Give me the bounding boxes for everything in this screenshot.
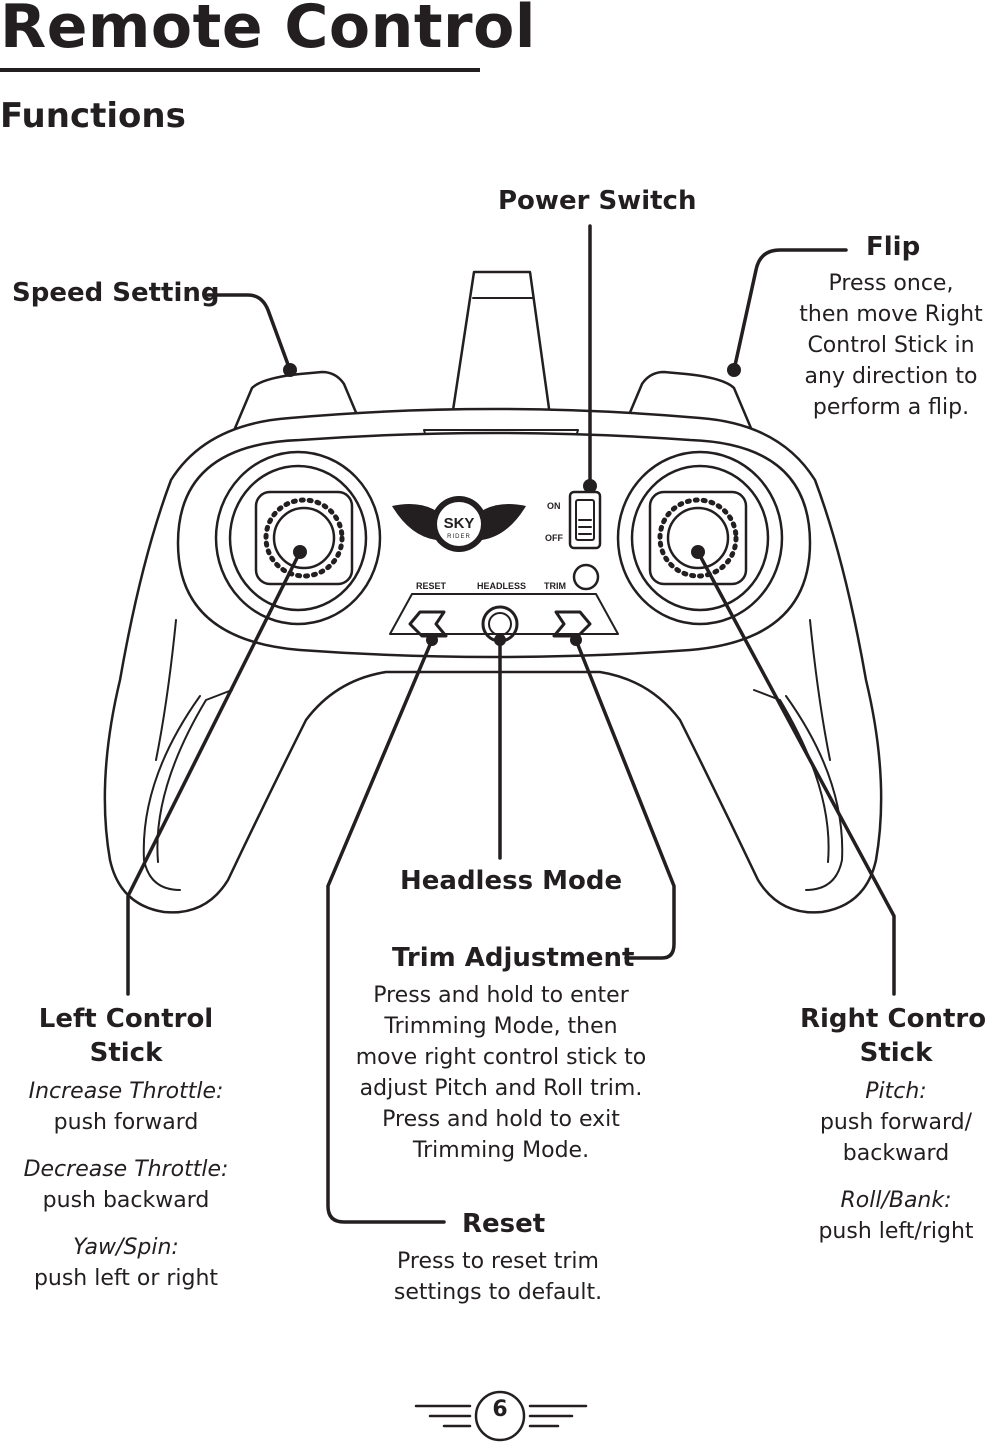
face-panel xyxy=(176,431,812,659)
speed-setting-label: Speed Setting xyxy=(12,278,220,308)
left-stick-label: Left Control Stick xyxy=(38,1004,214,1068)
trim-button-graphic xyxy=(552,610,592,638)
headless-mode-label: Headless Mode xyxy=(400,866,623,896)
flip-description: Press once, then move Right Control Stic… xyxy=(799,271,983,420)
switch-off-label: OFF xyxy=(545,533,563,543)
logo-text-rider: RIDER xyxy=(447,534,471,540)
right-stick-description: Pitch: push forward/ backward Roll/Bank:… xyxy=(818,1079,974,1244)
callout-lines xyxy=(126,224,896,1224)
trim-adjustment-label: Trim Adjustment xyxy=(392,943,635,973)
reset-label: Reset xyxy=(462,1209,546,1239)
panel-trim-text: TRIM xyxy=(544,581,566,591)
power-switch-label: Power Switch xyxy=(498,186,697,216)
trim-adjustment-description: Press and hold to enter Trimming Mode, t… xyxy=(355,983,647,1163)
left-stick-graphic xyxy=(214,450,382,626)
right-stick-block: Right Control Stick Pitch: push forward/… xyxy=(800,1002,986,1247)
logo-text-sky: SKY xyxy=(444,515,475,532)
page-title: Remote Control xyxy=(0,0,536,62)
page-number-decoration xyxy=(414,1390,588,1442)
title-underline xyxy=(0,68,480,72)
left-stick-description: Increase Throttle: push forward Decrease… xyxy=(23,1079,229,1291)
left-stick-block: Left Control Stick Increase Throttle: pu… xyxy=(0,1002,252,1294)
trim-indicator-circle xyxy=(572,563,600,591)
right-stick-label: Right Control Stick xyxy=(800,1004,986,1068)
right-stick-graphic xyxy=(616,450,784,626)
switch-on-label: ON xyxy=(547,501,561,511)
panel-reset-text: RESET xyxy=(416,581,447,591)
sky-rider-logo: SKY RIDER xyxy=(392,496,526,552)
section-heading: Functions xyxy=(0,96,186,136)
flip-label: Flip xyxy=(866,232,921,262)
reset-button-graphic xyxy=(408,610,448,638)
reset-description: Press to reset trim settings to default. xyxy=(393,1249,603,1305)
panel-headless-text: HEADLESS xyxy=(477,581,526,591)
antenna xyxy=(448,270,554,432)
power-switch-graphic: ON OFF xyxy=(545,490,602,550)
page-number: 6 xyxy=(492,1397,508,1422)
